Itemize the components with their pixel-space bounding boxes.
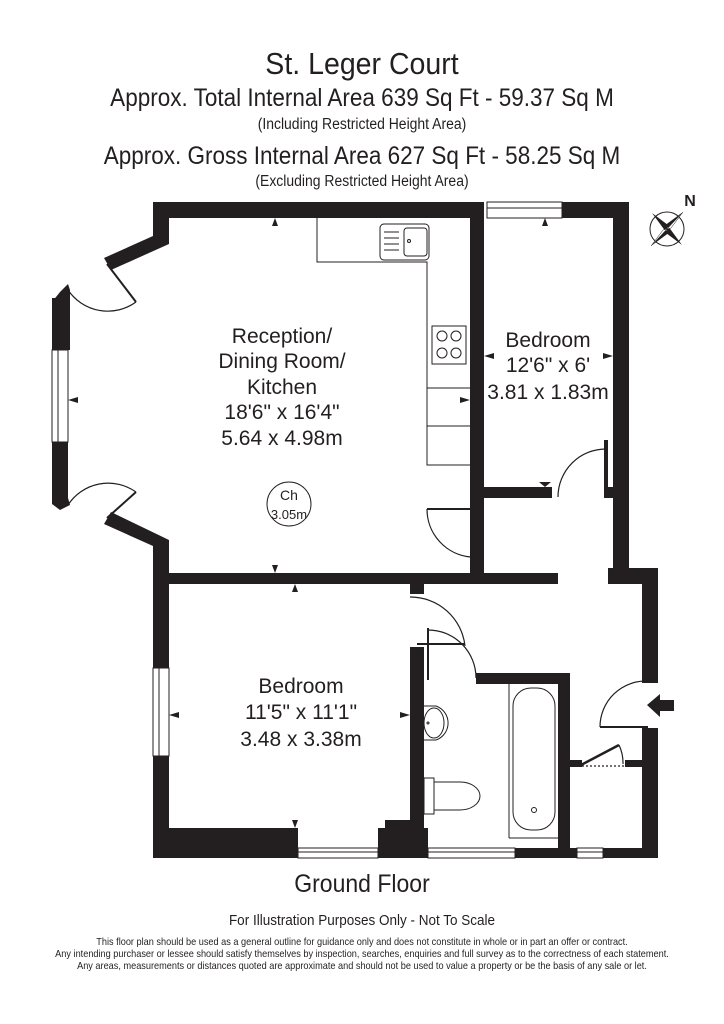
total-area-note: (Including Restricted Height Area) bbox=[257, 116, 467, 133]
illustration-note: For Illustration Purposes Only - Not To … bbox=[228, 912, 496, 929]
property-title: St. Leger Court bbox=[265, 46, 459, 81]
reception-dims-imperial: 18'6" x 16'4" bbox=[224, 401, 339, 424]
bedroom-1-name: Bedroom bbox=[505, 329, 590, 352]
ceiling-height-label: Ch bbox=[280, 487, 298, 503]
total-internal-area: Approx. Total Internal Area 639 Sq Ft - … bbox=[110, 84, 614, 112]
kitchen-units bbox=[316, 218, 470, 466]
reception-name-2: Dining Room/ bbox=[218, 350, 345, 373]
bedroom-1-dims-imperial: 12'6" x 6' bbox=[506, 354, 590, 377]
toilet-icon bbox=[423, 777, 481, 815]
bedroom-2-dims-imperial: 11'5" x 11'1" bbox=[245, 701, 357, 724]
hob-icon bbox=[431, 325, 467, 365]
bedroom-2-dims-metric: 3.48 x 3.38m bbox=[240, 728, 361, 751]
bedroom-1-label: Bedroom 12'6" x 6' 3.81 x 1.83m bbox=[487, 329, 608, 404]
bath-icon bbox=[508, 684, 558, 839]
washbasin-icon bbox=[423, 705, 449, 741]
bathroom-fittings bbox=[423, 684, 558, 839]
doors bbox=[67, 263, 649, 767]
compass-north-label: N bbox=[684, 193, 696, 210]
dimension-markers bbox=[68, 218, 613, 828]
disclaimer-line-3: Any areas, measurements or distances quo… bbox=[77, 961, 647, 972]
reception-label: Reception/ Dining Room/ Kitchen 18'6" x … bbox=[218, 325, 345, 450]
gross-internal-area: Approx. Gross Internal Area 627 Sq Ft - … bbox=[103, 142, 621, 170]
ceiling-height-marker: Ch 3.05m bbox=[266, 481, 312, 527]
walls bbox=[52, 202, 658, 858]
bedroom-2-label: Bedroom 11'5" x 11'1" 3.48 x 3.38m bbox=[240, 675, 361, 751]
bedroom-1-dims-metric: 3.81 x 1.83m bbox=[487, 381, 608, 404]
compass-rose-icon bbox=[649, 211, 685, 247]
sink-icon bbox=[379, 223, 430, 261]
windows bbox=[51, 201, 604, 859]
ceiling-height-value: 3.05m bbox=[271, 507, 307, 522]
reception-name-1: Reception/ bbox=[232, 325, 333, 348]
reception-name-3: Kitchen bbox=[247, 376, 317, 399]
floor-label: Ground Floor bbox=[294, 870, 430, 898]
disclaimer-line-2: Any intending purchaser or lessee should… bbox=[55, 949, 669, 960]
reception-dims-metric: 5.64 x 4.98m bbox=[221, 427, 342, 450]
entrance-arrow-icon bbox=[647, 694, 674, 717]
gross-area-note: (Excluding Restricted Height Area) bbox=[255, 173, 469, 190]
bedroom-2-name: Bedroom bbox=[258, 675, 343, 698]
disclaimer-line-1: This floor plan should be used as a gene… bbox=[96, 937, 628, 948]
